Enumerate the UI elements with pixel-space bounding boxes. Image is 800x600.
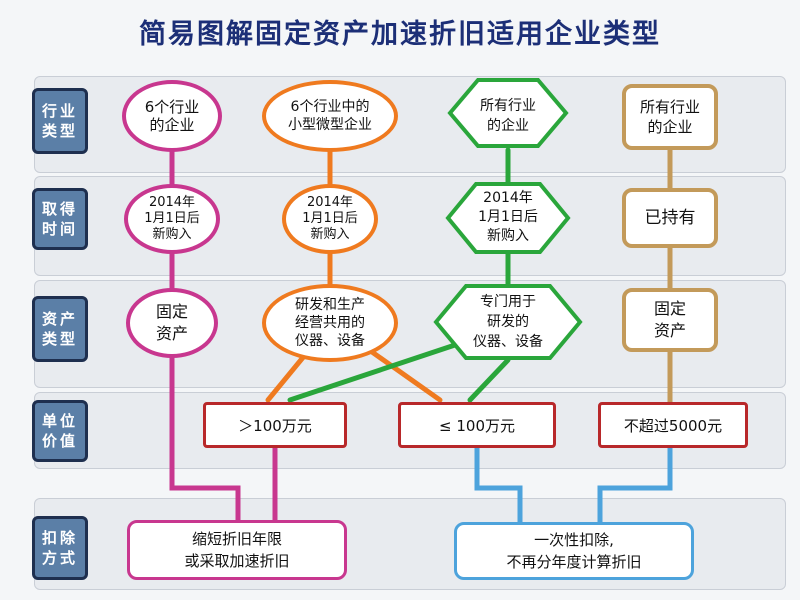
row-label-asset-type: 资产 类型 xyxy=(32,296,88,362)
col3-time-line1: 2014年 xyxy=(483,190,533,206)
col2-industry-node: 6个行业中的 小型微型企业 xyxy=(262,80,398,152)
row-label-unit-value: 单位 价值 xyxy=(32,400,88,462)
col3-time-line2: 1月1日后 xyxy=(478,209,538,225)
connector-upto100-result xyxy=(474,444,523,527)
value-upto-5000: 不超过5000元 xyxy=(598,402,748,448)
connector-col2-right xyxy=(369,349,443,403)
row-label-deduction-method: 扣除 方式 xyxy=(32,516,88,580)
col3-industry-line2: 的企业 xyxy=(487,117,529,134)
connector-col1-c xyxy=(169,355,241,525)
col4-industry-node: 所有行业 的企业 xyxy=(622,84,718,150)
result-accelerated-depreciation: 缩短折旧年限 或采取加速折旧 xyxy=(127,520,347,580)
col3-asset-line2: 研发的 xyxy=(487,314,529,330)
col1-time-node: 2014年 1月1日后 新购入 xyxy=(124,184,220,254)
hex-col3-industry xyxy=(447,78,569,148)
result-one-time-deduction: 一次性扣除, 不再分年度计算折旧 xyxy=(454,522,694,580)
col1-industry-node: 6个行业 的企业 xyxy=(122,80,222,152)
col3-asset-line1: 专门用于 xyxy=(480,294,536,310)
page-title: 简易图解固定资产加速折旧适用企业类型 xyxy=(139,19,661,50)
row-label-industry-type: 行业 类型 xyxy=(32,88,88,154)
value-upto-100: ≤ 100万元 xyxy=(398,402,556,448)
connector-upto5000-result xyxy=(597,444,673,527)
connector-col3-right xyxy=(467,357,511,403)
hex-col3-time xyxy=(445,182,571,254)
col3-time-line3: 新购入 xyxy=(487,228,529,244)
col3-industry-line1: 所有行业 xyxy=(480,98,536,114)
connector-col2-left xyxy=(265,352,308,403)
col4-asset-node: 固定 资产 xyxy=(622,288,718,352)
hex-col3-asset xyxy=(433,284,583,360)
row-label-acquire-time: 取得 时间 xyxy=(32,188,88,250)
connector-col3-left xyxy=(287,337,473,403)
col3-asset-line3: 仪器、设备 xyxy=(473,333,543,350)
col1-asset-node: 固定 资产 xyxy=(126,288,218,358)
col2-time-node: 2014年 1月1日后 新购入 xyxy=(282,184,378,254)
col4-time-node: 已持有 xyxy=(622,188,718,248)
value-over-100: ＞100万元 xyxy=(203,402,347,448)
col2-asset-node: 研发和生产 经营共用的 仪器、设备 xyxy=(262,284,398,362)
